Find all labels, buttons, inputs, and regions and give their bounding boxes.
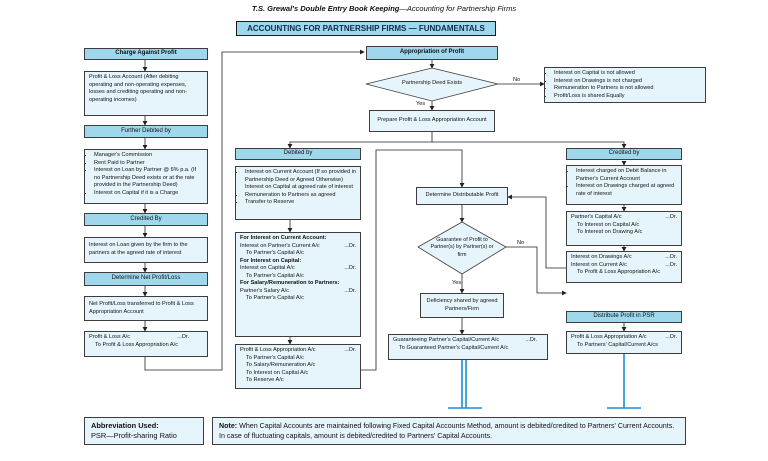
appropriation-of-profit: Appropriation of Profit — [366, 46, 498, 60]
list-item: Interest on Current Account (If so provi… — [245, 169, 356, 192]
list-item: Manager's Commission — [94, 152, 203, 160]
no-deed-rules: Interest on Capital is not allowed Inter… — [544, 67, 706, 103]
debited-items-box: Interest on Current Account (If so provi… — [235, 166, 361, 220]
guarantee-yes-label: Yes — [452, 280, 462, 286]
guaranteeing-entry-box: Guaranteeing Partner's Capital/Current A… — [388, 334, 548, 360]
deed-yes-label: Yes — [416, 101, 426, 107]
guarantee-diamond-shape — [417, 221, 507, 275]
list-item: Rent Paid to Partner — [94, 160, 203, 168]
further-debits-list: Manager's Commission Rent Paid to Partne… — [84, 149, 208, 204]
list-item: Remuneration to Partners is not allowed — [554, 85, 701, 93]
pl-entry-box: Profit & Loss A/c...Dr. To Profit & Loss… — [84, 331, 208, 357]
debited-by-header: Debited by — [235, 148, 361, 160]
debited-entries-box: For Interest on Current Account: Interes… — [235, 232, 361, 337]
list-item: Interest on Drawings charged at agreed r… — [576, 183, 677, 198]
list-item: Interest on Capital is not allowed — [554, 70, 701, 78]
determine-distributable-box: Determine Distributable Profit — [416, 187, 508, 205]
further-debited-by: Further Debited by — [84, 125, 208, 138]
pl-account-box: Profit & Loss Account (After debiting op… — [84, 71, 208, 116]
interest-loan-box: Interest on Loan given by the firm to th… — [84, 237, 208, 263]
note-box: Note: When Capital Accounts are maintain… — [212, 417, 686, 445]
debited-final-entry: Profit & Loss Appropriation A/c...Dr. To… — [235, 344, 361, 389]
credited-entry-1: Partner's Capital A/c...Dr. To Interest … — [566, 211, 682, 246]
credited-entry-2: Interest on Drawings A/c...Dr. Interest … — [566, 251, 682, 283]
credited-by-header: Credited by — [566, 148, 682, 160]
list-item: Interest charged on Debit Balance in Par… — [576, 168, 677, 183]
book-title: T.S. Grewal's Double Entry Book Keeping — [251, 4, 400, 13]
list-item: Profit/Loss is shared Equally — [554, 93, 701, 101]
distribute-final-entry: Profit & Loss Appropriation A/c...Dr. To… — [566, 331, 682, 354]
page-title: ACCOUNTING FOR PARTNERSHIP FIRMS — FUNDA… — [236, 21, 496, 36]
list-item: Remuneration to Partners as agreed — [245, 192, 356, 200]
credited-by-left: Credited By — [84, 213, 208, 226]
deed-exists-label: Partnership Deed Exists — [401, 80, 462, 87]
list-item: Transfer to Reserve — [245, 199, 356, 207]
abbreviation-box: Abbreviation Used: PSR—Profit-sharing Ra… — [84, 417, 204, 445]
guarantee-no-label: No — [517, 240, 525, 246]
deed-diamond-shape — [365, 67, 499, 102]
deficiency-box: Deficiency shared by agreed Partners/Fir… — [420, 293, 504, 318]
list-item: Interest on Loan by Partner @ 6% p.a. (I… — [94, 167, 203, 190]
charge-against-profit: Charge Against Profit — [84, 48, 208, 60]
distribute-psr-header: Distribute Profit in PSR — [566, 311, 682, 323]
guarantee-label: Guarantee of Profit to Partner(s) by Par… — [430, 237, 494, 258]
prepare-appropriation-box: Prepare Profit & Loss Appropriation Acco… — [369, 110, 495, 132]
net-transferred-box: Net Profit/Loss transferred to Profit & … — [84, 296, 208, 321]
list-item: Interest on Capital if it is a Charge — [94, 190, 203, 198]
credited-items-box: Interest charged on Debit Balance in Par… — [566, 165, 682, 205]
determine-net-profit: Determine Net Profit/Loss — [84, 272, 208, 286]
page-header: T.S. Grewal's Double Entry Book Keeping—… — [0, 4, 768, 13]
deed-no-label: No — [513, 77, 521, 83]
chapter-title: —Accounting for Partnership Firms — [399, 4, 517, 13]
list-item: Interest on Drawings is not charged — [554, 78, 701, 86]
